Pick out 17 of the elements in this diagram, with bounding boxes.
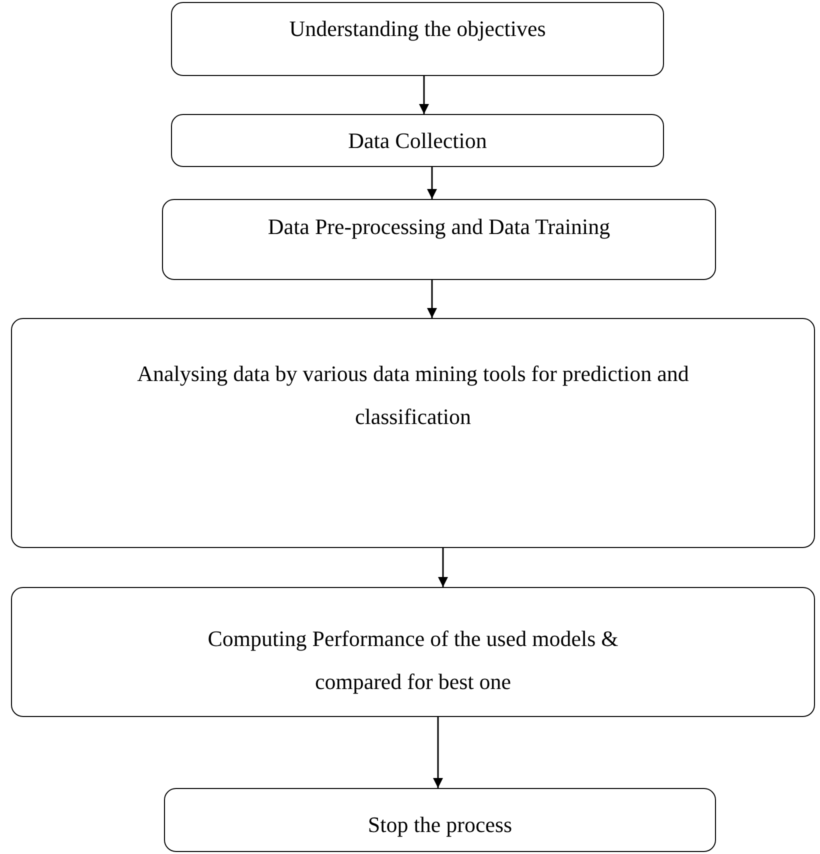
process-box — [171, 114, 664, 167]
process-box — [11, 318, 815, 548]
arrow — [419, 76, 429, 114]
arrow — [433, 717, 443, 788]
box-label: Data Pre-processing and Data Training — [266, 213, 612, 241]
process-box — [171, 2, 664, 76]
box-label: Stop the process — [366, 811, 514, 839]
box-label: Understanding the objectives — [288, 15, 547, 43]
process-box — [164, 788, 716, 852]
box-label: Computing Performance of the used models & compared for best one — [206, 625, 620, 696]
box-label: Data Collection — [347, 127, 488, 155]
process-box — [11, 587, 815, 717]
arrow — [427, 280, 437, 318]
process-box — [162, 199, 716, 280]
box-label: Analysing data by various data mining tools for prediction and classification — [136, 360, 690, 431]
arrow — [438, 548, 448, 587]
arrow — [427, 167, 437, 199]
